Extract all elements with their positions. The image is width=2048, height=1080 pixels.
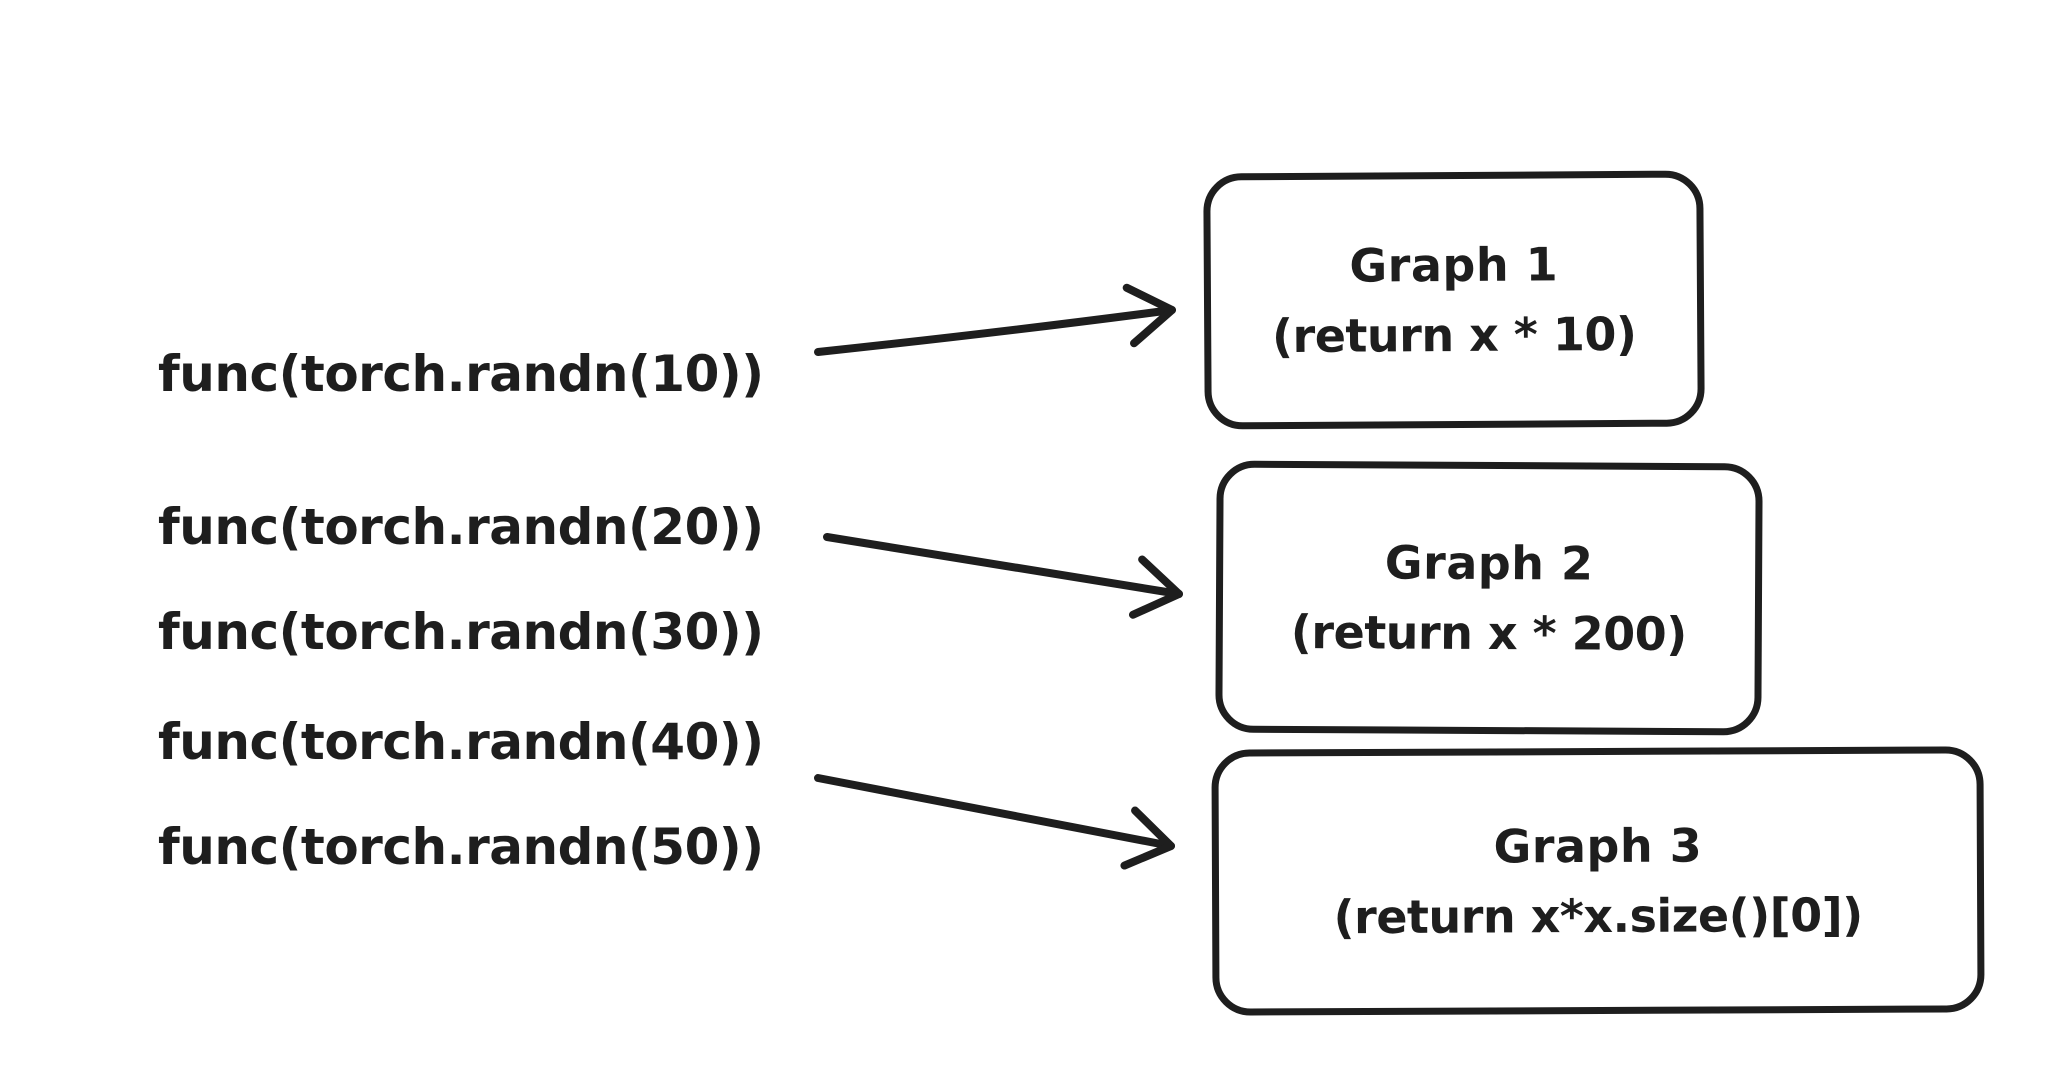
call-group-2: func(torch.randn(20)) func(torch.randn(3… xyxy=(158,475,764,685)
graph-return-expr: (return x * 200) xyxy=(1290,604,1687,662)
arrow-calls3-to-graph3 xyxy=(814,774,1175,870)
graph-return-expr: (return x*x.size()[0]) xyxy=(1333,887,1863,945)
graph-return-expr: (return x * 10) xyxy=(1271,306,1637,364)
arrow-calls2-to-graph2 xyxy=(823,533,1183,619)
code-call: func(torch.randn(50)) xyxy=(158,818,764,876)
call-group-3: func(torch.randn(40)) func(torch.randn(5… xyxy=(158,690,764,900)
code-call: func(torch.randn(20)) xyxy=(158,498,764,556)
call-group-1: func(torch.randn(10)) xyxy=(158,322,764,427)
arrow-calls1-to-graph1 xyxy=(814,283,1176,356)
graph-title: Graph 3 xyxy=(1493,818,1703,874)
graph-box-2: Graph 2 (return x * 200) xyxy=(1215,460,1763,736)
code-call: func(torch.randn(30)) xyxy=(158,603,764,661)
graph-title: Graph 1 xyxy=(1349,237,1559,293)
graph-box-1: Graph 1 (return x * 10) xyxy=(1203,170,1705,430)
graph-title: Graph 2 xyxy=(1384,535,1594,591)
code-call: func(torch.randn(10)) xyxy=(158,345,764,403)
graph-box-3: Graph 3 (return x*x.size()[0]) xyxy=(1211,746,1985,1016)
code-call: func(torch.randn(40)) xyxy=(158,713,764,771)
